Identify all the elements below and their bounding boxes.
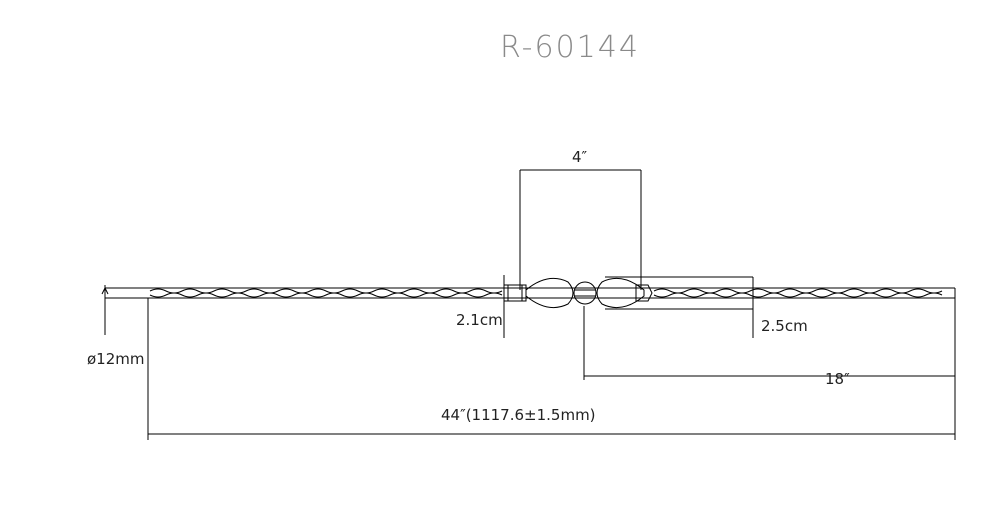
label-diameter: ø12mm (87, 350, 145, 368)
label-18in: 18″ (825, 370, 850, 388)
dim-4in-lines (519, 169, 642, 290)
dim-overall-lines (147, 298, 955, 440)
label-2.1cm: 2.1cm (456, 311, 503, 329)
label-overall: 44″(1117.6±1.5mm) (441, 406, 596, 424)
left-collar (503, 284, 527, 302)
dim-18in-lines (583, 298, 956, 440)
twist-pattern-right (653, 288, 943, 298)
drawing-title: R-60144 (500, 30, 640, 65)
twist-pattern-left (149, 288, 503, 298)
dim-diameter-lines (101, 285, 109, 335)
label-4in: 4″ (572, 148, 588, 166)
right-teardrop (596, 277, 645, 309)
center-ball (573, 281, 597, 305)
label-2.5cm: 2.5cm (761, 317, 808, 335)
left-teardrop (525, 277, 574, 309)
dim-2.5cm-lines (605, 276, 754, 338)
right-collar (635, 284, 653, 302)
